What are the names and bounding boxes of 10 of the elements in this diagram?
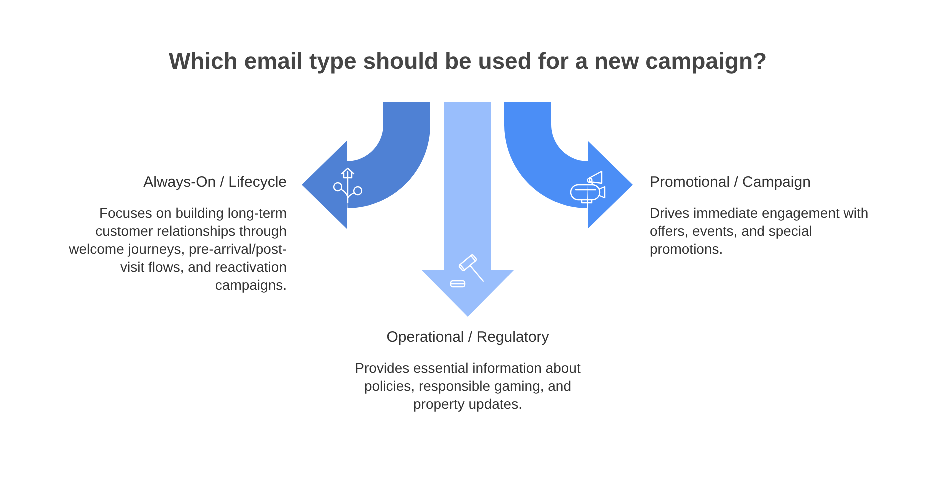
title: Which email type should be used for a new campaign? xyxy=(168,47,768,75)
option-description: Drives immediate engagement with offers, events, and special promotions. xyxy=(650,204,870,258)
option-heading: Promotional / Campaign xyxy=(650,174,811,192)
arrow xyxy=(302,102,430,229)
option-heading: Always-On / Lifecycle xyxy=(144,174,287,192)
option-description: Focuses on building long-term customer relationships through welcome journeys, pre-arrival/post-visit flows, and reactivation campaigns. xyxy=(68,204,287,294)
option-description: Provides essential information about policies, responsible gaming, and property updates. xyxy=(354,359,582,413)
option-heading: Operational / Regulatory xyxy=(386,329,550,347)
arrow xyxy=(504,102,633,229)
arrow xyxy=(422,102,514,317)
